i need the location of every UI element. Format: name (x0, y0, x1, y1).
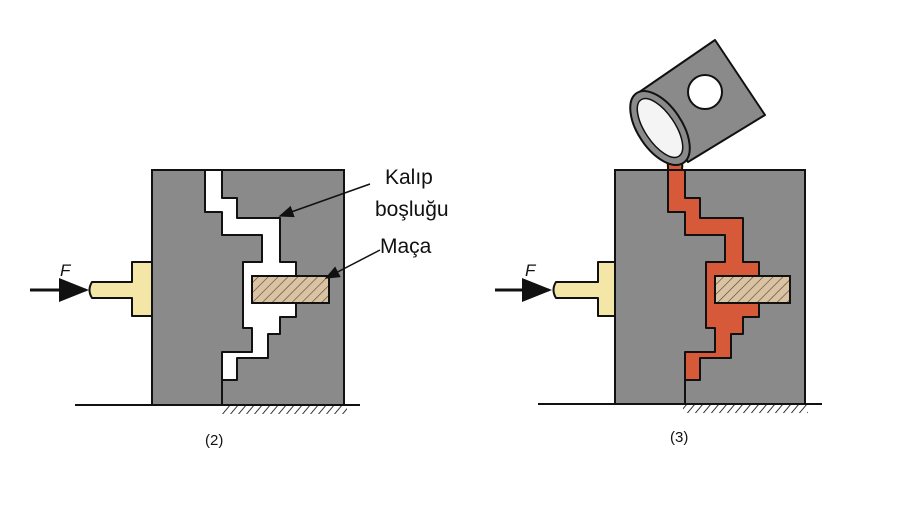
ground-hatch-right (683, 405, 808, 413)
ram-right (552, 261, 616, 317)
diagram-stage-2: F Kalıp boşluğu Maça (2) (30, 166, 449, 449)
molten-metal-cavity (667, 169, 760, 381)
ground-hatch-left (222, 406, 347, 414)
core-label: Maça (380, 235, 432, 258)
caption-stage-2: (2) (205, 432, 223, 449)
ram-left (88, 261, 153, 317)
ladle (629, 39, 766, 166)
cavity-label-line2: boşluğu (375, 198, 449, 221)
caption-stage-3: (3) (670, 429, 688, 446)
core-left (251, 275, 330, 304)
force-label-right: F (525, 261, 537, 280)
core-leader-line (324, 249, 381, 279)
cavity-label-line1: Kalıp (385, 166, 433, 189)
mold-cavity (204, 169, 297, 381)
ladle-handle-hole (687, 74, 723, 110)
ladle-opening (636, 97, 684, 159)
core-right (714, 275, 791, 304)
cavity-leader-line (278, 183, 371, 218)
force-label-left: F (60, 261, 72, 280)
diagram-stage-3: F (3) (495, 39, 822, 446)
